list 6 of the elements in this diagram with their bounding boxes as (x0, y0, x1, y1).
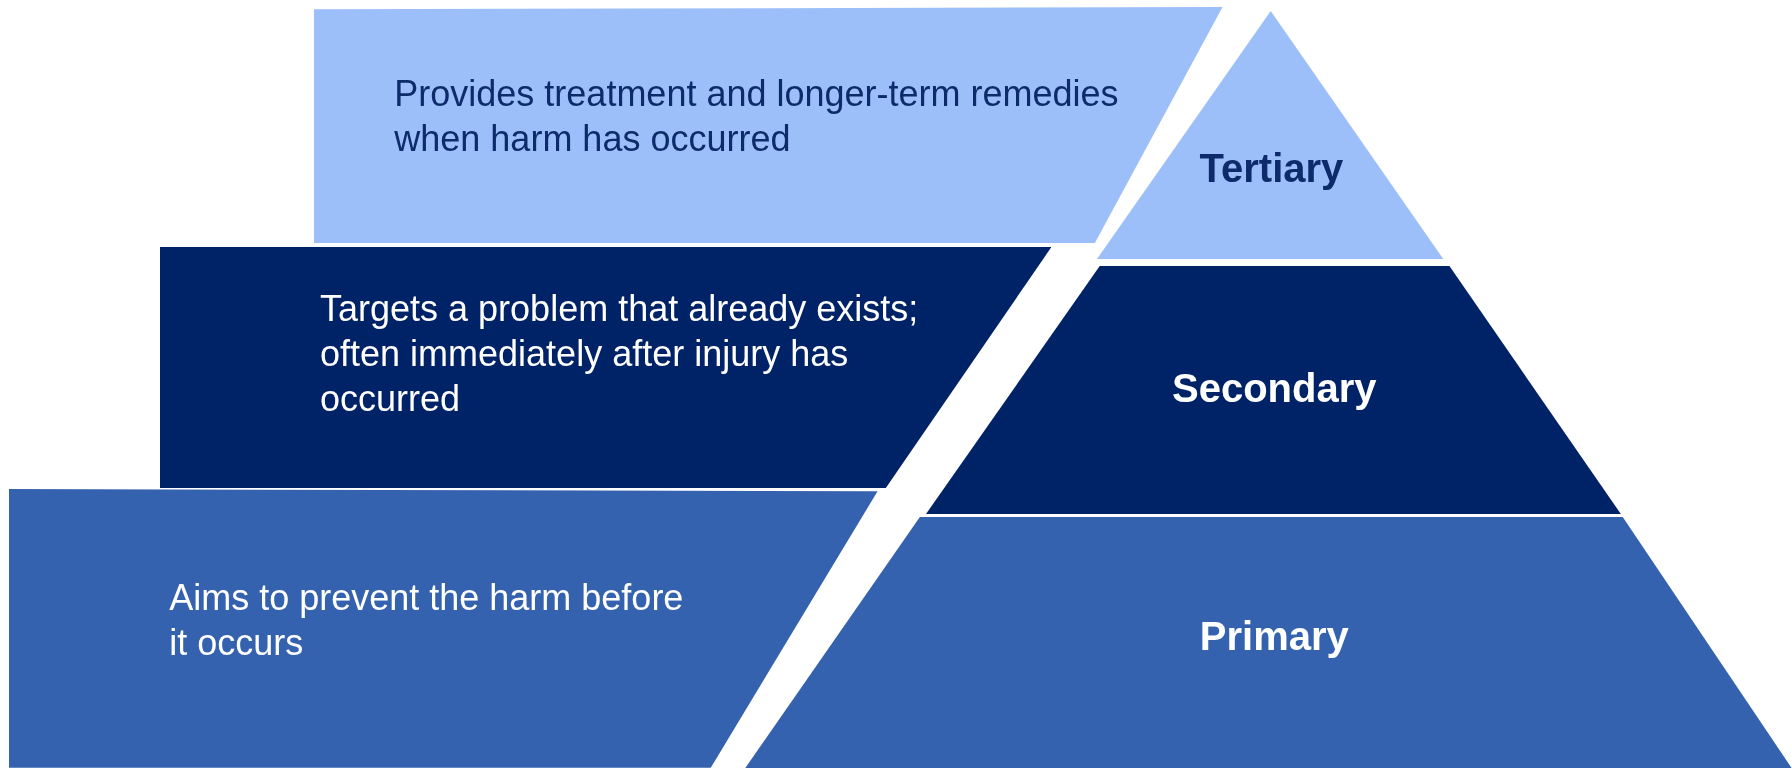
tier-label: Tertiary (1198, 144, 1345, 192)
tier-label: Primary (1198, 613, 1350, 661)
description-text: Provides treatment and longer-term remedies when harm has occurred (394, 71, 1120, 161)
description-text: Aims to prevent the harm before it occurs (169, 575, 685, 665)
description-text: Targets a problem that already exists; often immediately after injury has occurred (320, 286, 920, 421)
tier-label: Secondary (1171, 365, 1378, 413)
